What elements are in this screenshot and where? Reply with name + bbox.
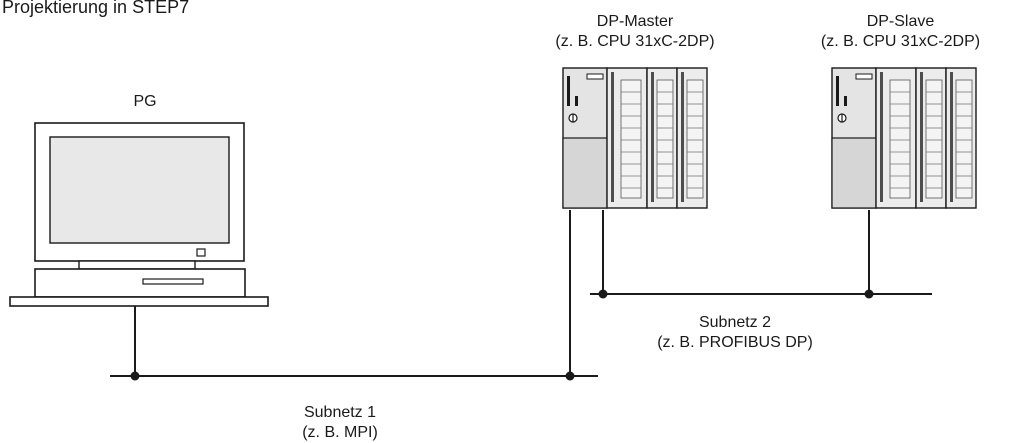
master-subnet-2-node: [598, 289, 608, 299]
pg-drive-slot: [142, 278, 204, 285]
dp-master-title: DP-Master: [596, 13, 674, 30]
subnet-2-example: (z. B. PROFIBUS DP): [657, 334, 813, 351]
diagram-title: Projektierung in STEP7: [2, 0, 190, 17]
dp-slave-plc-icon: [831, 67, 977, 209]
subnet-2-title: Subnetz 2: [698, 314, 772, 331]
pg-keyboard: [9, 296, 269, 307]
subnet-1-example: (z. B. MPI): [302, 424, 378, 441]
pg-computer-icon: [9, 122, 269, 307]
dp-master-example: (z. B. CPU 31xC-2DP): [555, 33, 715, 50]
pg-subnet-1-node: [130, 371, 140, 381]
slave-subnet-2-node: [864, 289, 874, 299]
pg-base-unit: [34, 268, 246, 298]
pg-screen: [49, 136, 230, 244]
dp-slave-example: (z. B. CPU 31xC-2DP): [820, 33, 981, 50]
pg-label: PG: [133, 93, 157, 110]
subnet-2-label: Subnetz 2 (z. B. PROFIBUS DP): [620, 313, 850, 353]
dp-master-label: DP-Master (z. B. CPU 31xC-2DP): [500, 12, 770, 52]
dp-master-plc-icon: [562, 67, 708, 209]
dp-slave-title: DP-Slave: [866, 13, 935, 30]
dp-slave-label: DP-Slave (z. B. CPU 31xC-2DP): [773, 12, 1026, 52]
master-subnet-1-node: [565, 371, 575, 381]
subnet-1-title: Subnetz 1: [303, 404, 377, 421]
subnet-1-label: Subnetz 1 (z. B. MPI): [240, 403, 440, 443]
